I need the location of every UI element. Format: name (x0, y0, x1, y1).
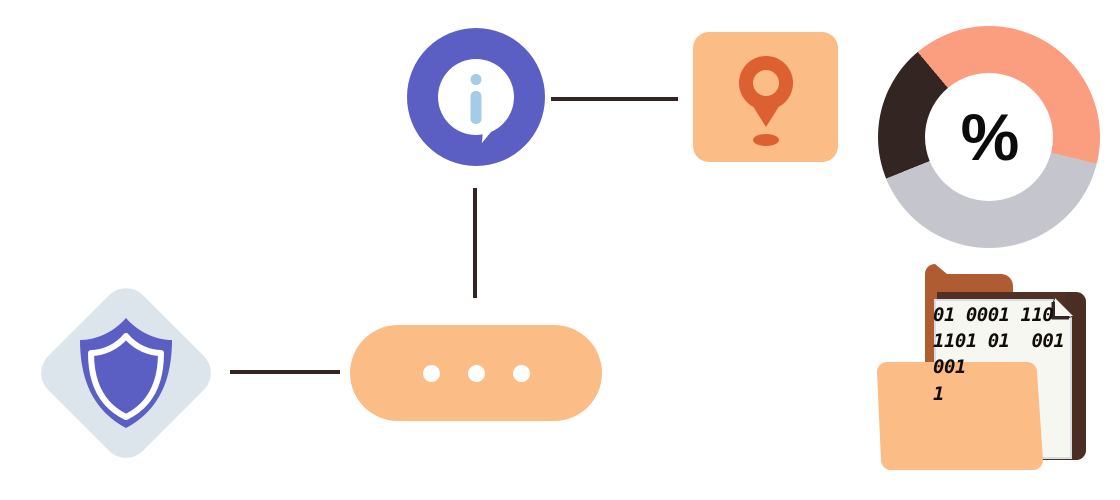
donut-chart-icon[interactable]: % (878, 26, 1100, 248)
ellipsis-dot-3 (512, 364, 530, 382)
ellipsis-icon[interactable]: More options (350, 325, 602, 421)
folder-graphic (877, 264, 1086, 470)
folder-with-document-icon[interactable]: 01 0001 110 1101 01 001 001 1 Data files (875, 262, 1100, 482)
donut-center-label: % (960, 100, 1020, 174)
folder-front-flap (877, 362, 1043, 470)
shield-label: Security (36, 283, 37, 284)
map-pin-shadow (752, 134, 779, 146)
connector-info-to-dots (473, 188, 477, 298)
location-node[interactable]: Location (693, 32, 838, 162)
speech-bubble-tail (481, 119, 501, 145)
connector-info-to-location (551, 97, 678, 101)
map-pin-hole (752, 70, 779, 96)
info-glyph-stem (470, 91, 482, 124)
shield-node[interactable]: Security (31, 278, 221, 468)
info-node[interactable]: i (407, 28, 545, 166)
info-glyph-dot (470, 74, 482, 85)
donut-center: % (925, 73, 1053, 201)
shield-icon (80, 318, 172, 428)
ellipsis-dot-2 (467, 364, 485, 382)
folder-label: Data files (875, 482, 876, 483)
location-label: Location (693, 32, 694, 33)
connector-shield-to-dots (230, 370, 340, 374)
ellipsis-dot-1 (422, 364, 440, 382)
info-glyph-label: i (407, 28, 408, 29)
document-corner-fold-line (1051, 302, 1069, 320)
page-title: Data privacy and security infographic (0, 21, 1, 22)
